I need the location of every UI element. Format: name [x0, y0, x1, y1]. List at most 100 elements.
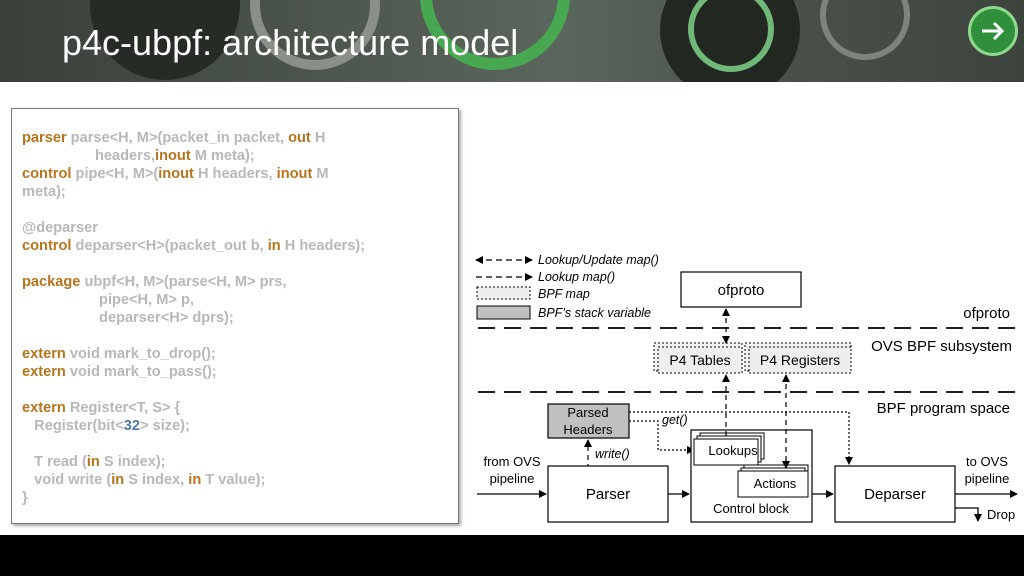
code-keyword: package — [22, 274, 81, 290]
get-label: get() — [662, 413, 688, 427]
code-text: H headers); — [280, 238, 366, 254]
p4-registers-map — [748, 346, 852, 374]
code-panel: parser parse<H, M>(packet_in packet, out… — [11, 108, 459, 524]
ofproto-box-label: ofproto — [718, 282, 765, 299]
code-text: H headers, — [193, 166, 277, 182]
write-label: write() — [595, 447, 630, 461]
layer-label-ovs-bpf: OVS BPF subsystem — [871, 338, 1012, 355]
layer-label-bpf-program: BPF program space — [877, 400, 1010, 417]
drop-label: Drop — [987, 507, 1015, 522]
code-line: deparser<H> dprs); — [22, 310, 234, 326]
arrow-right-icon — [982, 21, 1005, 41]
code-line: void write (in S index, in T value); — [22, 472, 265, 488]
decor-ring — [820, 0, 910, 60]
code-line: parser parse<H, M>(packet_in packet, out… — [22, 130, 325, 146]
code-text: @deparser — [22, 220, 98, 236]
p4-tables-label: P4 Tables — [669, 352, 730, 368]
drop-arrow — [955, 507, 982, 522]
parsed-headers-box — [547, 403, 630, 439]
code-text: T value); — [201, 472, 266, 488]
code-keyword: in — [188, 472, 202, 488]
code-line: @deparser — [22, 220, 98, 236]
actions-box — [737, 470, 809, 498]
code-keyword: inout — [276, 166, 313, 182]
code-text: S index, — [124, 472, 189, 488]
lookups-label: Lookups — [708, 443, 758, 458]
code-text: meta); — [22, 184, 66, 200]
code-text: S index); — [99, 454, 166, 470]
code-text: H — [310, 130, 326, 146]
code-text: void write ( — [22, 472, 112, 488]
parser-label: Parser — [586, 486, 630, 503]
code-line: headers,inout M meta); — [22, 148, 255, 164]
code-keyword: in — [267, 238, 281, 254]
code-line: extern Register<T, S> { — [22, 400, 180, 416]
code-text: T read ( — [22, 454, 87, 470]
legend-stack-var-swatch — [476, 305, 531, 320]
code-text: > size); — [140, 418, 190, 434]
parsed-headers-label-1: Parsed — [567, 405, 608, 420]
architecture-diagram: Lookup/Update map() Lookup map() BPF map… — [475, 253, 1022, 523]
code-line: control pipe<H, M>(inout H headers, inou… — [22, 166, 329, 182]
legend-bpf-map-swatch — [476, 286, 531, 300]
from-ovs-label-2: pipeline — [490, 471, 535, 486]
from-ovs-label-1: from OVS — [483, 454, 540, 469]
ofproto-box — [680, 271, 802, 308]
code-keyword: in — [86, 454, 100, 470]
code-keyword: extern — [22, 400, 66, 416]
code-keyword: in — [111, 472, 125, 488]
to-ovs-label-1: to OVS — [966, 454, 1008, 469]
code-text: pipe<H, M> p, — [22, 292, 194, 308]
page-title: p4c-ubpf: architecture model — [62, 22, 519, 63]
headers-deparser-link — [629, 411, 853, 465]
deparser-label: Deparser — [864, 486, 926, 503]
code-keyword: inout — [155, 148, 191, 164]
code-text: void mark_to_pass(); — [65, 364, 217, 380]
code-line: Register(bit<32> size); — [22, 418, 190, 434]
decor-ring — [688, 0, 774, 72]
deparser-box — [834, 465, 956, 523]
code-text: M meta); — [190, 148, 255, 164]
control-block-label: Control block — [713, 501, 789, 516]
code-text: deparser<H> dprs); — [22, 310, 234, 326]
to-ovs-label-2: pipeline — [965, 471, 1010, 486]
code-line: T read (in S index); — [22, 454, 166, 470]
footer-bar — [0, 535, 1024, 576]
code-line: meta); — [22, 184, 66, 200]
parsed-headers-label-2: Headers — [563, 422, 613, 437]
code-text: void mark_to_drop(); — [65, 346, 216, 362]
code-text: } — [22, 490, 28, 506]
lookups-box — [693, 438, 759, 466]
next-arrow-button[interactable] — [968, 6, 1018, 56]
p4-tables-map — [657, 346, 743, 374]
legend-bpf-map-label: BPF map — [538, 287, 590, 301]
code-number: 32 — [123, 418, 141, 434]
code-text: M — [312, 166, 329, 182]
code-keyword: control — [22, 238, 72, 254]
actions-label: Actions — [754, 476, 797, 491]
get-link — [629, 420, 695, 454]
legend: Lookup/Update map() Lookup map() BPF map… — [475, 253, 659, 320]
code-text: ubpf<H, M>(parse<H, M> prs, — [80, 274, 287, 290]
code-keyword: inout — [158, 166, 194, 182]
code-line: extern void mark_to_drop(); — [22, 346, 216, 362]
code-keyword: control — [22, 166, 72, 182]
p4-registers-label: P4 Registers — [760, 352, 840, 368]
code-text: parse<H, M>(packet_in packet, — [66, 130, 289, 146]
legend-stack-var-label: BPF’s stack variable — [538, 306, 651, 320]
code-keyword: extern — [22, 346, 66, 362]
code-line: control deparser<H>(packet_out b, in H h… — [22, 238, 365, 254]
code-line: extern void mark_to_pass(); — [22, 364, 217, 380]
code-text: deparser<H>(packet_out b, — [71, 238, 268, 254]
code-line: package ubpf<H, M>(parse<H, M> prs, — [22, 274, 286, 290]
legend-lookup-update-label: Lookup/Update map() — [538, 253, 659, 267]
legend-lookup-label: Lookup map() — [538, 270, 615, 284]
code-line: } — [22, 490, 28, 506]
code-keyword: out — [288, 130, 311, 146]
title-bar: p4c-ubpf: architecture model — [0, 0, 1024, 82]
code-text: headers, — [22, 148, 156, 164]
code-listing: parser parse<H, M>(packet_in packet, out… — [22, 129, 365, 507]
code-text: Register(bit< — [22, 418, 124, 434]
code-keyword: parser — [22, 130, 67, 146]
code-line: pipe<H, M> p, — [22, 292, 194, 308]
